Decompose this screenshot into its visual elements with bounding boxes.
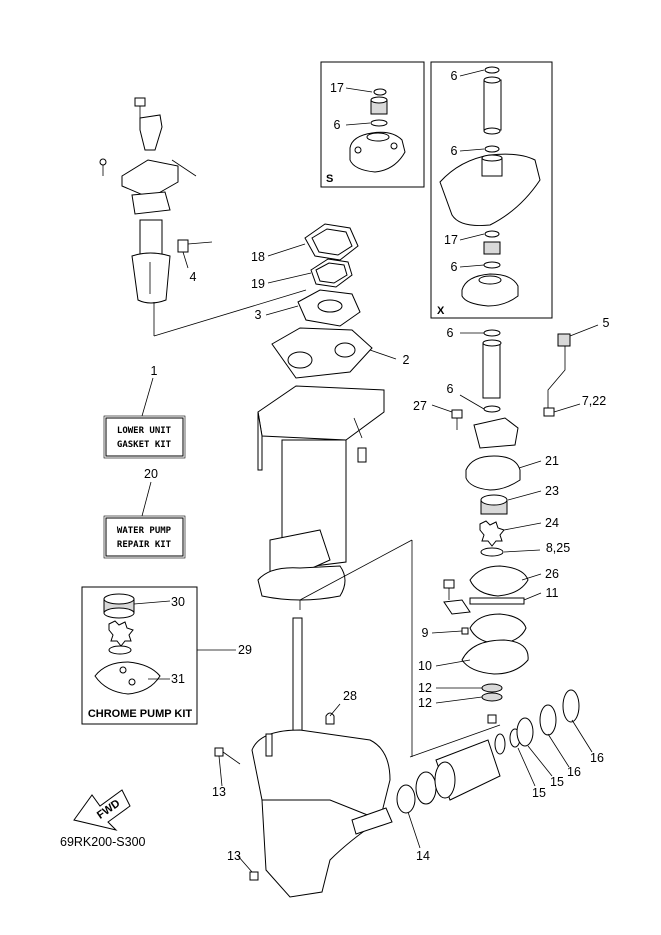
- gaskets: [271, 223, 373, 379]
- callout-21: 21: [545, 454, 559, 468]
- callout-28: 28: [343, 689, 357, 703]
- lower-unit-gasket-kit: LOWER UNIT GASKET KIT: [103, 415, 186, 459]
- callout-numbers: 1 2 3 4 5 6 6 6 6 6 6 7,22 8,25 9 10 11 …: [144, 69, 609, 863]
- callout-6-main-bottom: 6: [447, 382, 454, 396]
- callout-20: 20: [144, 467, 158, 481]
- callout-5: 5: [603, 316, 610, 330]
- callout-13-top: 13: [212, 785, 226, 799]
- callout-24: 24: [545, 516, 559, 530]
- small-parts: [214, 627, 469, 881]
- callout-29: 29: [238, 643, 252, 657]
- callout-6-x-mid: 6: [451, 144, 458, 158]
- water-pump-kit-line1: WATER PUMP: [117, 526, 172, 536]
- callout-16-a: 16: [567, 765, 581, 779]
- shift-rod-assembly: [99, 97, 213, 304]
- inset-x: X: [430, 61, 553, 319]
- callout-12-top: 12: [418, 681, 432, 695]
- callout-11: 11: [546, 586, 559, 600]
- callout-17-s: 17: [330, 81, 344, 95]
- callout-26: 26: [545, 567, 559, 581]
- callout-16-b: 16: [590, 751, 604, 765]
- callout-31: 31: [171, 672, 185, 686]
- callout-9: 9: [422, 626, 429, 640]
- water-pump-repair-kit: WATER PUMP REPAIR KIT: [103, 515, 186, 559]
- callout-18: 18: [251, 250, 265, 264]
- inset-s-label: S: [326, 173, 333, 185]
- leader-lines: [141, 69, 599, 873]
- callout-3: 3: [255, 308, 262, 322]
- lower-unit-kit-line1: LOWER UNIT: [117, 426, 172, 436]
- callout-15-b: 15: [550, 775, 564, 789]
- callout-27: 27: [413, 399, 427, 413]
- callout-10: 10: [418, 659, 432, 673]
- callout-23: 23: [545, 484, 559, 498]
- callout-6-main-top: 6: [447, 326, 454, 340]
- prop-shaft-parts: [396, 689, 580, 814]
- fwd-arrow: FWD: [73, 789, 131, 831]
- callout-6-x-top: 6: [451, 69, 458, 83]
- callout-14: 14: [416, 849, 430, 863]
- callout-30: 30: [171, 595, 185, 609]
- callout-12-bottom: 12: [418, 696, 432, 710]
- callout-7-22: 7,22: [582, 394, 606, 408]
- driveshaft-housing: [257, 385, 385, 601]
- callout-6-s: 6: [334, 118, 341, 132]
- inset-x-label: X: [437, 305, 445, 317]
- chrome-pump-kit-label: CHROME PUMP KIT: [88, 708, 193, 720]
- callout-1: 1: [151, 364, 158, 378]
- inset-s: S: [320, 61, 425, 188]
- water-pump-kit-line2: REPAIR KIT: [117, 540, 172, 550]
- callout-4: 4: [190, 270, 197, 284]
- callout-6-x-bottom: 6: [451, 260, 458, 274]
- callout-8-25: 8,25: [546, 541, 570, 555]
- callout-15-a: 15: [532, 786, 546, 800]
- callout-2: 2: [403, 353, 410, 367]
- callout-13-bottom: 13: [227, 849, 241, 863]
- callout-19: 19: [251, 277, 265, 291]
- chrome-pump-kit: CHROME PUMP KIT: [81, 586, 236, 725]
- water-pump-stack: [443, 329, 571, 724]
- callout-17-x: 17: [444, 233, 458, 247]
- lower-case: [251, 729, 393, 898]
- lower-unit-kit-line2: GASKET KIT: [117, 440, 172, 450]
- drawing-code: 69RK200-S300: [60, 835, 146, 849]
